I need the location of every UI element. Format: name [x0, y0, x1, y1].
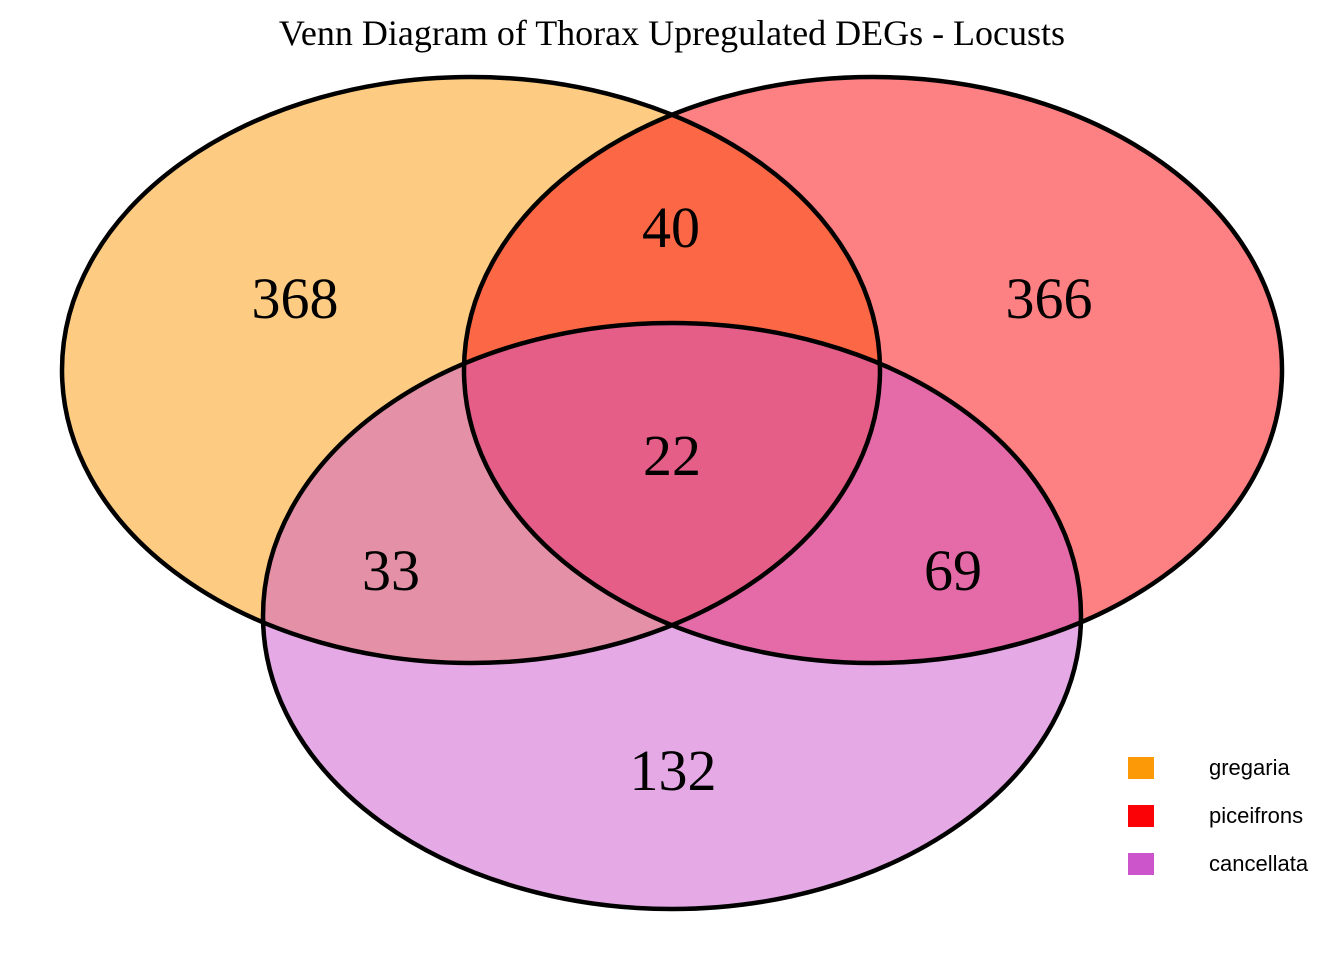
venn-set-outline-piceifrons: [461, 74, 1285, 666]
count-piceifrons-cancellata: 69: [924, 538, 982, 603]
venn-set-fill-cancellata: [263, 323, 1081, 909]
legend-swatch-gregaria: [1128, 757, 1154, 779]
count-gregaria-only: 368: [251, 266, 339, 331]
legend-swatch-rect-cancellata: [1128, 853, 1154, 875]
legend-item-piceifrons: piceifrons: [1128, 792, 1308, 840]
legend-label-cancellata: cancellata: [1209, 851, 1309, 876]
legend-swatch-rect-gregaria: [1128, 757, 1154, 779]
count-cancellata-only: 132: [629, 738, 717, 803]
legend-item-cancellata: cancellata: [1128, 840, 1308, 888]
legend-swatch-cancellata: [1128, 853, 1154, 875]
count-piceifrons-only: 366: [1005, 266, 1093, 331]
count-gregaria-piceifrons: 40: [642, 195, 700, 260]
count-all-three: 22: [643, 423, 701, 488]
legend-label-gregaria: gregaria: [1209, 755, 1290, 780]
count-gregaria-cancellata: 33: [362, 538, 420, 603]
legend-swatch-rect-piceifrons: [1128, 805, 1154, 827]
legend-item-gregaria: gregaria: [1128, 744, 1308, 792]
venn-set-outline-cancellata: [260, 320, 1084, 912]
venn-set-outline-gregaria: [59, 74, 883, 666]
legend: gregaria piceifrons cancellata: [1128, 744, 1308, 888]
legend-label-piceifrons: piceifrons: [1209, 803, 1304, 828]
chart-title: Venn Diagram of Thorax Upregulated DEGs …: [278, 13, 1066, 53]
legend-swatch-piceifrons: [1128, 805, 1154, 827]
